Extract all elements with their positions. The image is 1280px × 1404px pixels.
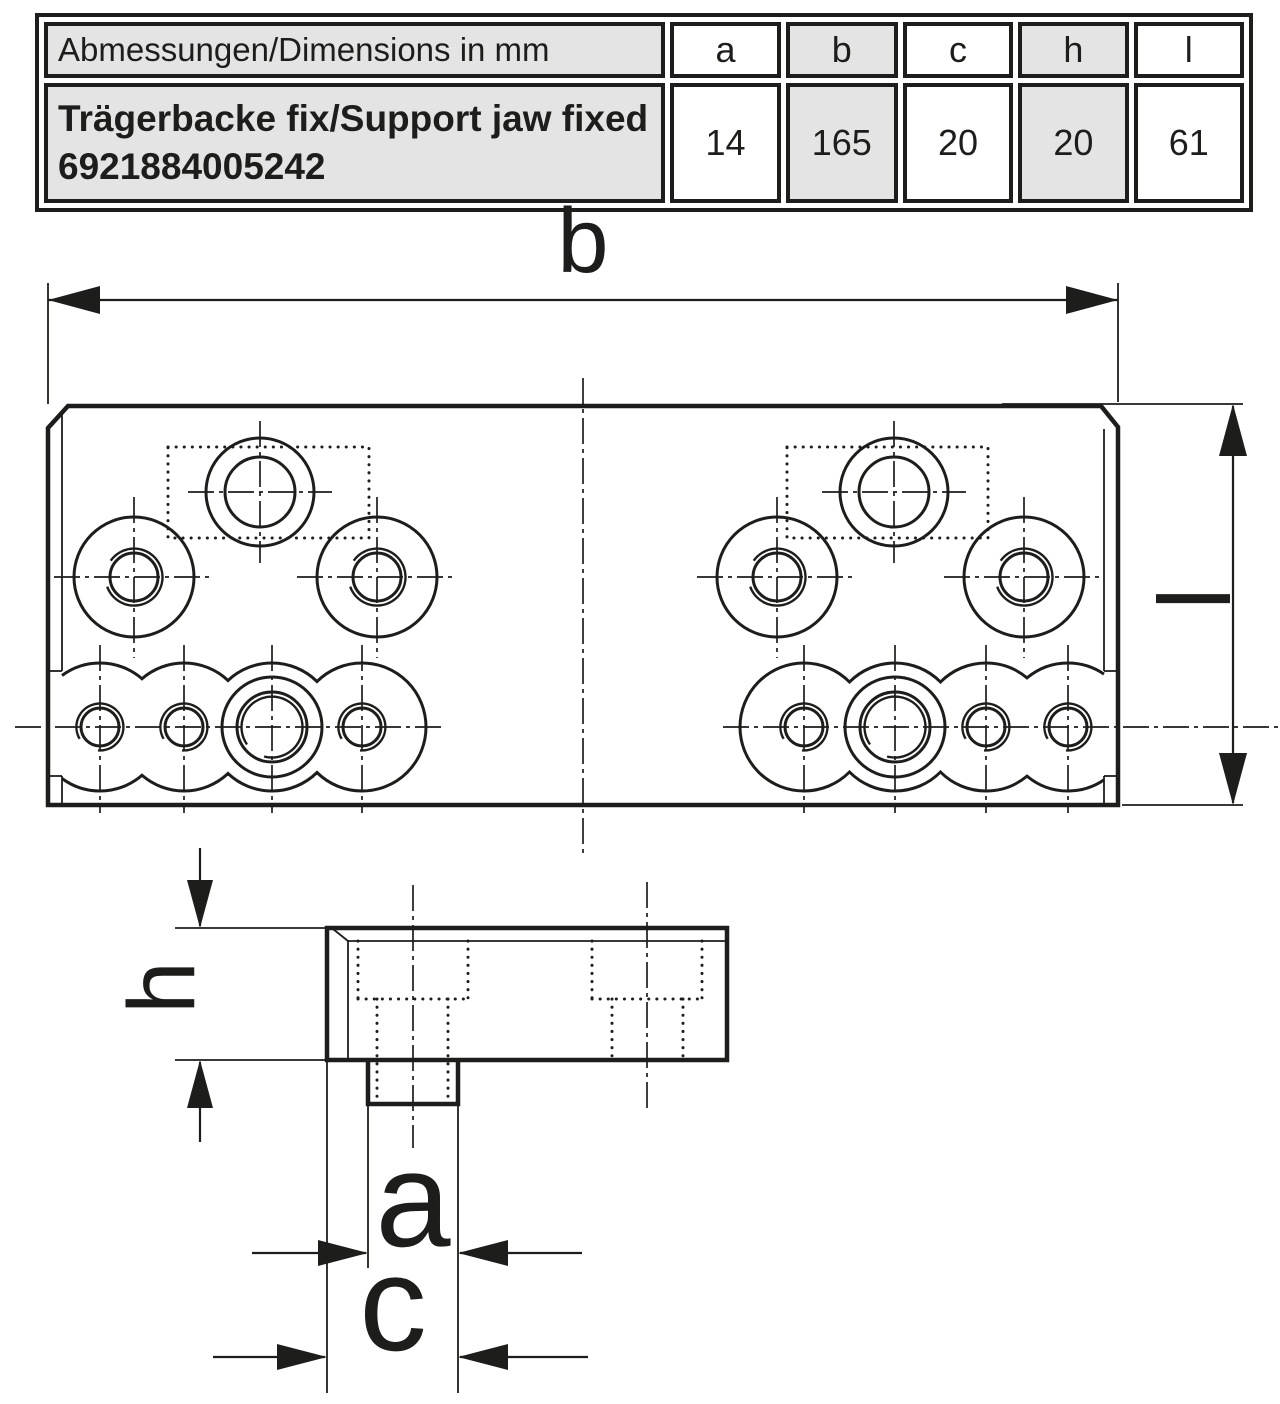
small-hole [783, 706, 825, 748]
value-l: 61 [1133, 83, 1244, 203]
large-hole-thread [863, 695, 927, 759]
plate-outline [45, 403, 1121, 808]
side-bar-outline [324, 925, 730, 1063]
dimension-l: l [1002, 403, 1252, 806]
front-view [15, 378, 1280, 856]
small-hole [163, 706, 205, 748]
value-h: 20 [1018, 83, 1129, 203]
dimension-a: a [252, 1124, 582, 1275]
arrowhead-left-icon [458, 1344, 508, 1370]
dimension-c: c [213, 1228, 588, 1379]
arrowhead-left-icon [458, 1240, 508, 1266]
large-hole-counterbore [220, 675, 324, 779]
side-hole-thread [349, 547, 407, 607]
table-value-row: Trägerbacke fix/Support jaw fixed 692188… [44, 83, 1244, 203]
large-hole-counterbore [843, 675, 947, 779]
arrowhead-up-icon [1219, 404, 1247, 456]
tenon-outline [365, 1060, 461, 1107]
arrowhead-right-icon [277, 1344, 327, 1370]
scallop-band-right-top [738, 661, 1105, 728]
dim-label-a: a [375, 1124, 451, 1275]
side-view [324, 882, 730, 1393]
arrowhead-right-icon [318, 1240, 368, 1266]
arrowhead-up-icon [187, 1060, 213, 1108]
small-hole [341, 706, 383, 748]
small-hole [965, 706, 1007, 748]
dimensions-table: Abmessungen/Dimensions in mm a b c h l T… [35, 13, 1253, 212]
dim-label-c: c [359, 1228, 427, 1379]
chamfer-edge [332, 928, 349, 942]
arrowhead-down-icon [1219, 753, 1247, 805]
value-a: 14 [670, 83, 781, 203]
col-header-l: l [1133, 22, 1244, 78]
small-hole [79, 706, 121, 748]
side-hole-thread [106, 547, 164, 607]
col-header-a: a [670, 22, 781, 78]
scallop-band-right-bottom [738, 726, 1105, 793]
dimension-h: h [109, 848, 325, 1142]
small-hole-thread [961, 702, 1011, 752]
large-hole-thread [240, 695, 304, 759]
table-header-row: Abmessungen/Dimensions in mm a b c h l [44, 22, 1244, 78]
small-hole-thread [75, 702, 125, 752]
arrowhead-down-icon [187, 880, 213, 928]
arrowhead-right-icon [1066, 286, 1118, 314]
table-header-label: Abmessungen/Dimensions in mm [44, 22, 666, 78]
col-header-h: h [1018, 22, 1129, 78]
small-hole-thread [337, 702, 387, 752]
part-name: Trägerbacke fix/Support jaw fixed 692188… [44, 83, 666, 203]
col-header-c: c [902, 22, 1014, 78]
holes-layer [15, 421, 1280, 813]
dim-label-l: l [1138, 587, 1252, 610]
dim-label-h: h [109, 961, 215, 1014]
value-c: 20 [902, 83, 1014, 203]
large-hole [858, 690, 932, 764]
small-hole-thread [159, 702, 209, 752]
small-hole-thread [1043, 702, 1093, 752]
dim-label-b: b [557, 190, 608, 292]
large-hole [235, 690, 309, 764]
small-hole-thread [779, 702, 829, 752]
side-hole-thread [749, 547, 807, 607]
dimension-b: b [47, 190, 1119, 404]
arrowhead-left-icon [48, 286, 100, 314]
side-hole-thread [996, 547, 1054, 607]
col-header-b: b [785, 22, 898, 78]
value-b: 165 [785, 83, 898, 203]
small-hole [1047, 706, 1089, 748]
